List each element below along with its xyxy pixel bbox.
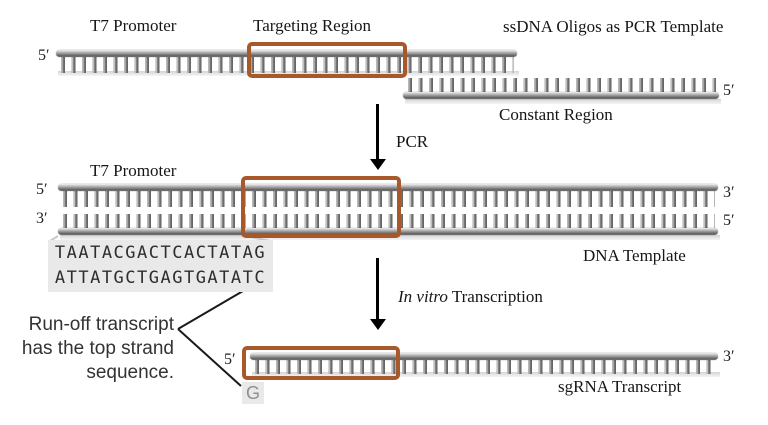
strand-teeth bbox=[63, 214, 715, 229]
five-prime-label-bottom: 5′ bbox=[224, 351, 236, 368]
sgrna-strand bbox=[250, 353, 720, 377]
runoff-line3: sequence. bbox=[86, 362, 174, 383]
five-prime-label-top-left: 5′ bbox=[38, 47, 50, 64]
ivt-label: In vitro Transcription bbox=[398, 287, 543, 307]
strand-shadow bbox=[252, 372, 720, 377]
pcr-label: PCR bbox=[396, 132, 429, 151]
dna-template-top-strand bbox=[58, 184, 718, 210]
strand-spine bbox=[58, 228, 718, 235]
t7-promoter-label-top: T7 Promoter bbox=[90, 16, 177, 35]
strand-teeth bbox=[255, 359, 715, 374]
five-prime-label-mid-right: 5′ bbox=[723, 212, 735, 229]
t7-promoter-sequence-box: TAATACGACTCACTATAG ATTATGCTGAGTGATATC bbox=[48, 240, 273, 292]
pcr-arrow bbox=[376, 104, 379, 160]
strand-teeth bbox=[61, 56, 514, 73]
ivt-arrow bbox=[376, 258, 379, 320]
targeting-region-box-top bbox=[247, 42, 407, 78]
runoff-line2: has the top strand bbox=[21, 338, 174, 359]
five-prime-label-top-right: 5′ bbox=[723, 82, 735, 99]
constant-region-strand bbox=[403, 78, 721, 104]
sequence-top-strand: TAATACGACTCACTATAG bbox=[54, 243, 267, 263]
constant-region-label: Constant Region bbox=[499, 105, 613, 124]
targeting-region-box-middle bbox=[241, 176, 401, 238]
sgrna-transcript-label: sgRNA Transcript bbox=[558, 377, 682, 396]
strand-spine bbox=[56, 50, 517, 57]
five-prime-label-mid-left: 5′ bbox=[36, 181, 48, 198]
three-prime-label-mid-left: 3′ bbox=[36, 210, 48, 227]
three-prime-label-bottom: 3′ bbox=[723, 348, 735, 365]
strand-spine bbox=[250, 353, 718, 360]
runoff-line1: Run-off transcript bbox=[28, 314, 174, 335]
ssdna-oligos-title: ssDNA Oligos as PCR Template bbox=[503, 17, 724, 36]
strand-shadow bbox=[58, 71, 519, 76]
strand-spine bbox=[403, 92, 719, 99]
strand-teeth bbox=[63, 190, 715, 207]
sequence-bottom-strand: ATTATGCTGAGTGATATC bbox=[54, 268, 267, 288]
targeting-region-label: Targeting Region bbox=[253, 16, 371, 35]
targeting-region-box-bottom bbox=[242, 346, 400, 380]
strand-shadow bbox=[405, 99, 721, 104]
strand-teeth bbox=[408, 78, 716, 93]
strand-spine bbox=[58, 184, 718, 191]
three-prime-label-mid-right: 3′ bbox=[723, 184, 735, 201]
ssdna-top-oligo-strand bbox=[56, 50, 519, 76]
dna-template-label: DNA Template bbox=[583, 246, 686, 265]
g-start-nucleotide: G bbox=[242, 382, 264, 404]
ivt-label-rest: Transcription bbox=[447, 287, 543, 306]
runoff-annotation: Run-off transcript has the top strand se… bbox=[8, 313, 174, 385]
t7-promoter-label-middle: T7 Promoter bbox=[90, 161, 177, 180]
ivt-label-italic: In vitro bbox=[398, 287, 448, 306]
